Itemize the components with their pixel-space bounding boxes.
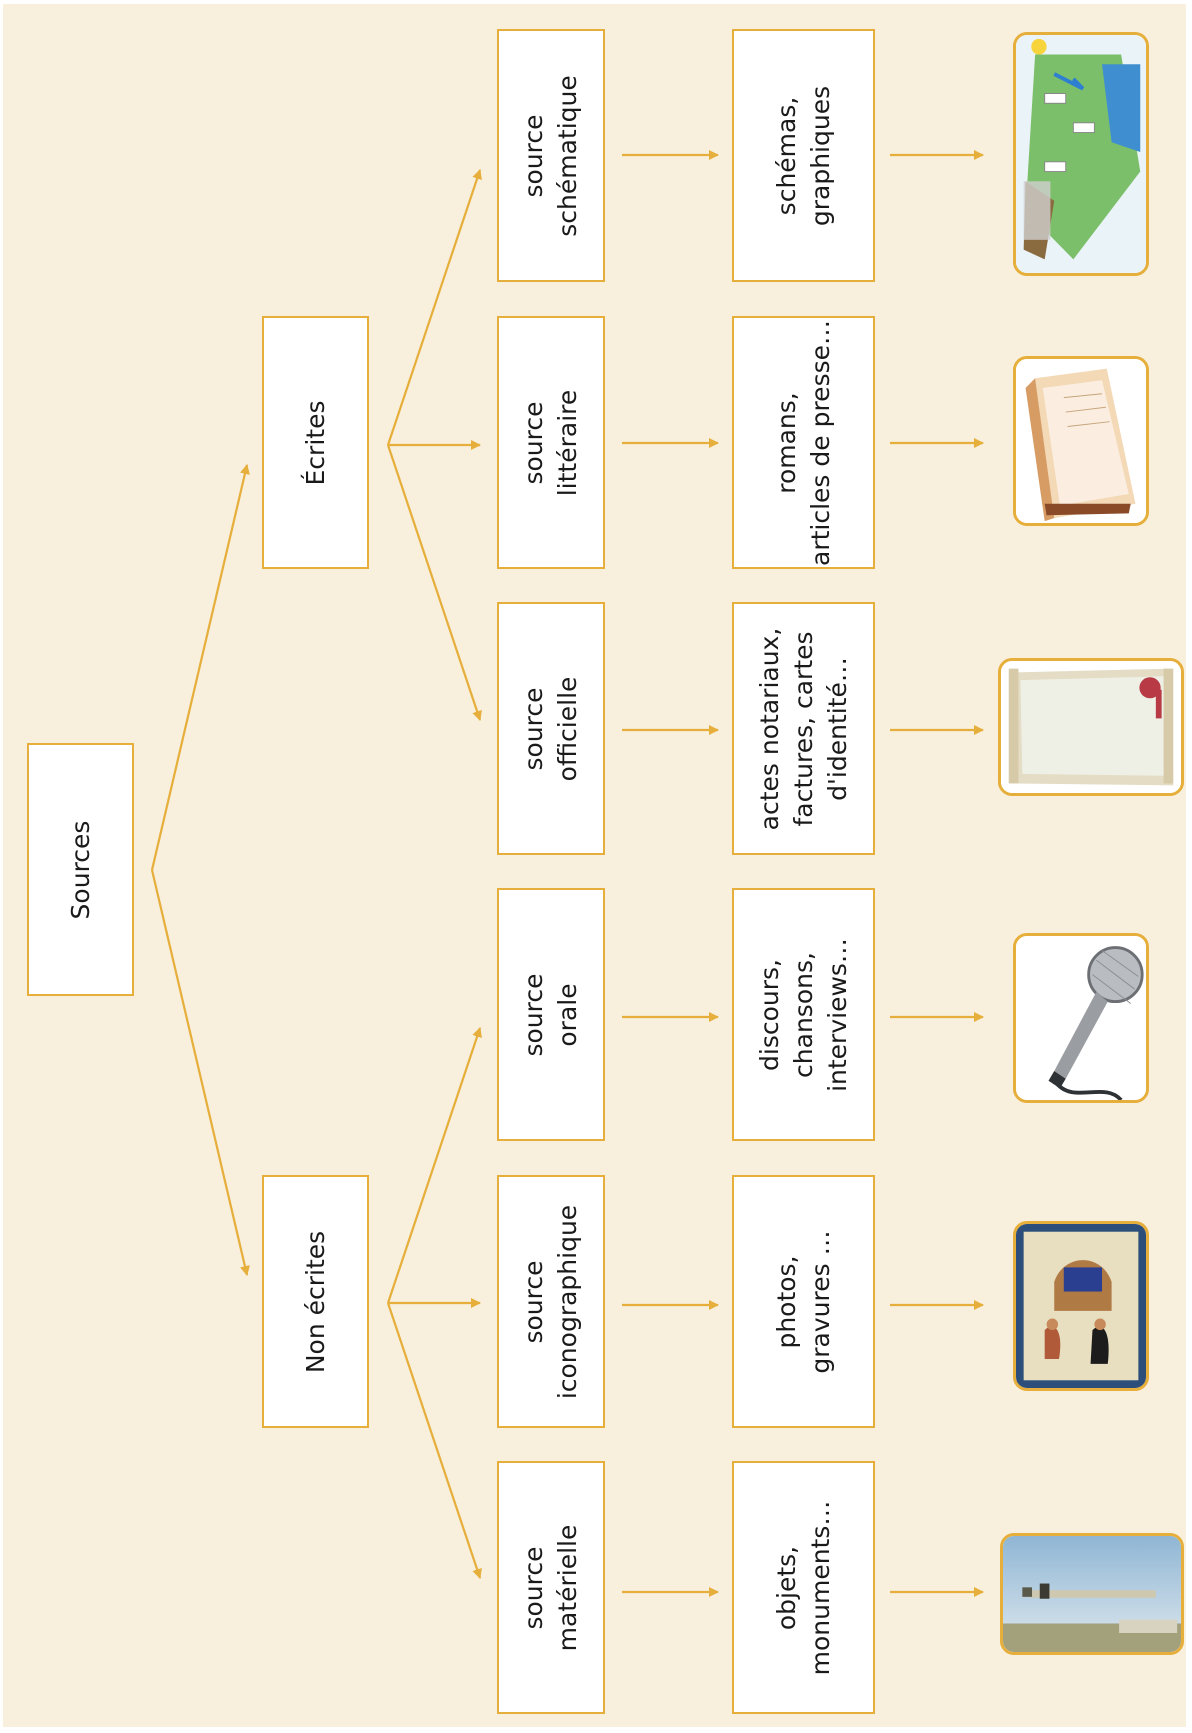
example-line: monuments… (805, 1500, 835, 1675)
source-line: source (519, 972, 548, 1057)
arrow-ecrites-to-officielle (386, 444, 482, 721)
open-book-image (1013, 356, 1149, 526)
example-line: discours, (754, 958, 784, 1071)
example-box-orale: discours, chansons, interviews… (732, 888, 875, 1141)
category-label-ecrites: Écrites (300, 400, 330, 485)
source-box-orale: source orale (497, 888, 605, 1141)
source-box-schematique: source schématique (497, 29, 605, 282)
water-cycle-diagram-image (1013, 32, 1149, 276)
source-box-iconographique: source iconographique (497, 1175, 605, 1428)
root-box: Sources (27, 743, 134, 996)
source-line: source (519, 400, 548, 485)
diagram-panel (3, 4, 1186, 1727)
example-line: chansons, (788, 951, 818, 1078)
source-line: source (519, 1545, 548, 1630)
example-line: photos, (771, 1254, 801, 1349)
source-line: source (519, 686, 548, 771)
root-label: Sources (65, 820, 95, 919)
source-box-materielle: source matérielle (497, 1461, 605, 1714)
example-box-schematique: schémas, graphiques (732, 29, 875, 282)
example-line: gravures … (805, 1229, 835, 1374)
source-box-officielle: source officielle (497, 602, 605, 855)
arrow-non-ecrites-to-materielle (386, 1302, 482, 1579)
example-line: objets, (771, 1545, 801, 1630)
example-line: romans, (771, 391, 801, 494)
source-line: source (519, 113, 548, 198)
category-label-non-ecrites: Non écrites (300, 1230, 330, 1373)
category-box-non-ecrites: Non écrites (262, 1175, 369, 1428)
example-line: schémas, (771, 96, 801, 215)
source-line: iconographique (553, 1204, 582, 1399)
source-line: littéraire (553, 389, 582, 496)
source-line: matérielle (553, 1524, 582, 1651)
arrow-sources-to-non-ecrites (150, 869, 250, 1276)
source-line: source (519, 1259, 548, 1344)
parchment-scroll-image (998, 658, 1184, 796)
example-box-litteraire: romans, articles de presse… (732, 316, 875, 569)
example-box-officielle: actes notariaux, factures, cartes d'iden… (732, 602, 875, 855)
example-box-materielle: objets, monuments… (732, 1461, 875, 1714)
example-line: actes notariaux, (754, 627, 784, 830)
source-line: officielle (553, 676, 582, 781)
example-line: graphiques (805, 85, 835, 226)
source-line: orale (553, 982, 582, 1047)
example-line: d'identité… (822, 656, 852, 801)
microphone-image (1013, 933, 1149, 1103)
example-box-iconographique: photos, gravures … (732, 1175, 875, 1428)
arrow-sources-to-ecrites (150, 464, 250, 871)
example-line: articles de presse… (805, 319, 835, 566)
example-line: interviews… (822, 937, 852, 1092)
arrow-ecrites-to-schematique (386, 169, 482, 446)
example-line: factures, cartes (788, 630, 818, 827)
category-box-ecrites: Écrites (262, 316, 369, 569)
monument-column-image (1000, 1533, 1184, 1655)
source-box-litteraire: source littéraire (497, 316, 605, 569)
source-line: schématique (553, 74, 582, 237)
miniature-painting-image (1013, 1221, 1149, 1391)
arrow-non-ecrites-to-orale (386, 1027, 482, 1304)
